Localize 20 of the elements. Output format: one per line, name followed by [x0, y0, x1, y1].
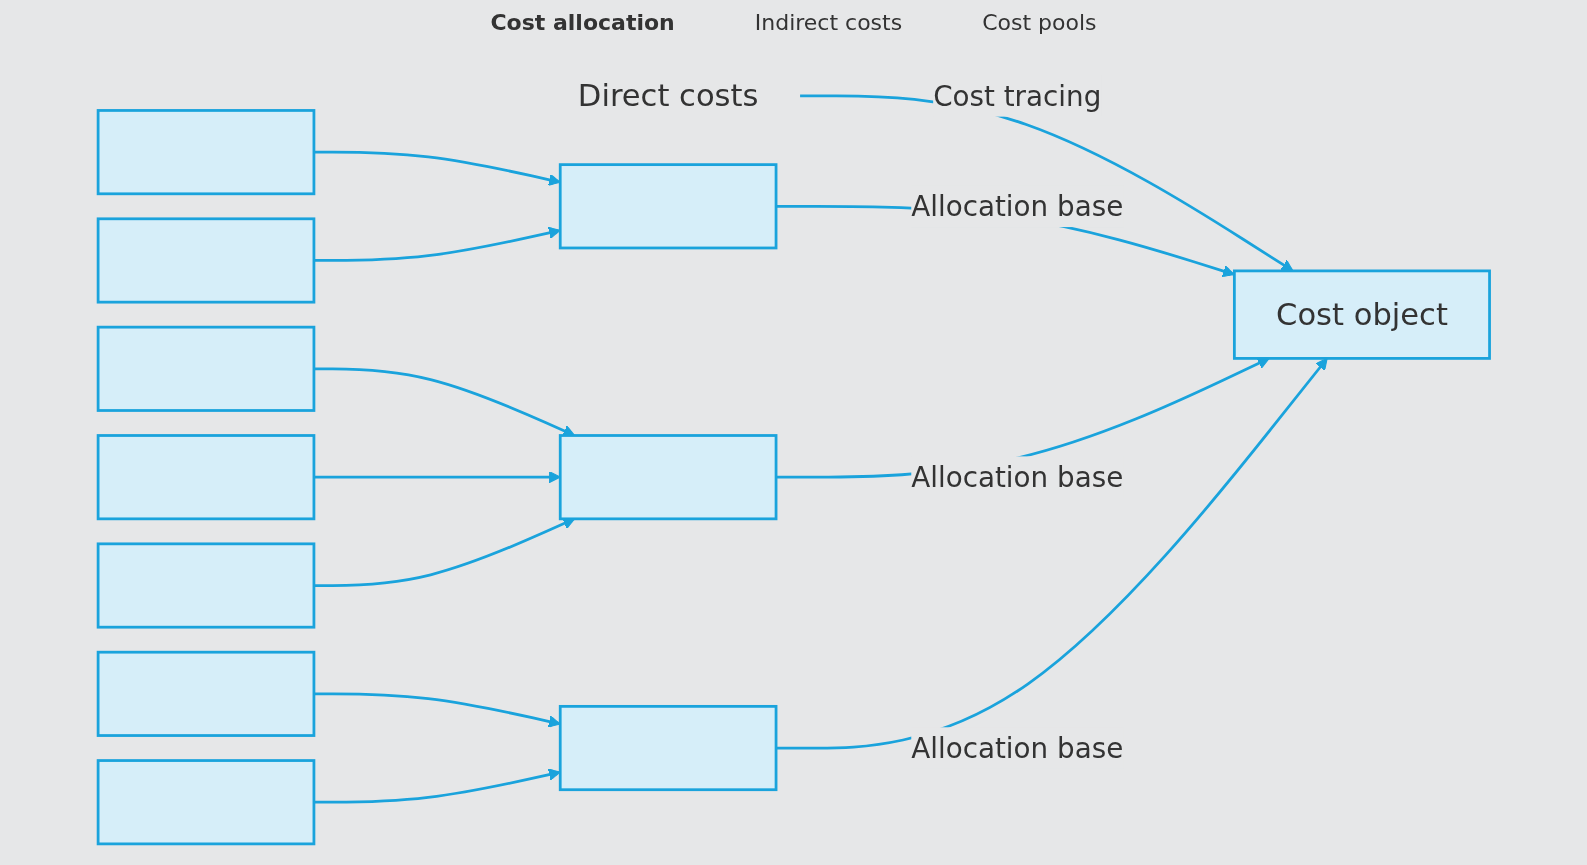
node-box	[96, 650, 315, 737]
group-heading: Indirect costs	[754, 10, 903, 35]
node-box	[96, 542, 315, 629]
node-text: Direct costs	[577, 78, 759, 114]
edge-label: Allocation base	[910, 731, 1123, 765]
node-box	[558, 163, 778, 250]
node-box	[96, 217, 315, 304]
node-box	[96, 759, 315, 846]
group-heading: Cost pools	[982, 10, 1097, 35]
node-box	[96, 325, 315, 412]
node-box	[96, 109, 315, 196]
node-box	[558, 705, 778, 792]
arrow	[313, 517, 575, 587]
edge-label: Allocation base	[910, 189, 1123, 223]
node-box	[558, 434, 778, 521]
edge-label: Allocation base	[910, 460, 1123, 494]
node-box: Cost object	[1232, 269, 1491, 360]
node-box	[96, 434, 315, 521]
edge-label: Cost tracing	[932, 79, 1101, 113]
section-heading: Cost allocation	[490, 10, 675, 35]
